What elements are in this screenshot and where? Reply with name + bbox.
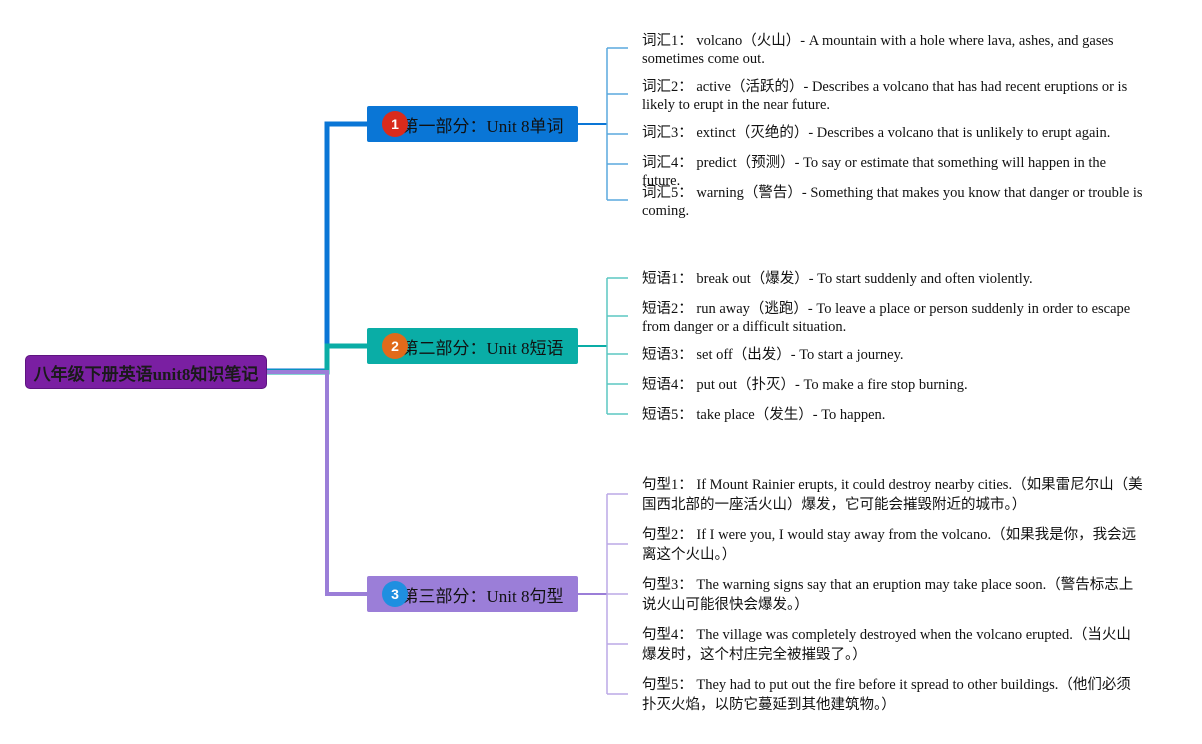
root-node[interactable]: 八年级下册英语unit8知识笔记 xyxy=(25,355,267,389)
root-connector-phrases xyxy=(267,343,367,375)
leaf-node[interactable]: 句型4： The village was completely destroye… xyxy=(642,627,1131,663)
branch-label: 第二部分：Unit 8短语 xyxy=(401,338,564,358)
branch-node-words[interactable]: 1 第一部分：Unit 8单词 xyxy=(367,106,578,142)
number-1-badge-icon: 1 xyxy=(382,111,408,137)
leaf-node[interactable]: 词汇1： volcano（火山）- A mountain with a hole… xyxy=(642,33,1114,67)
leaf-node[interactable]: 句型1： If Mount Rainier erupts, it could d… xyxy=(642,477,1143,513)
leaf-node[interactable]: 词汇2： active（活跃的）- Describes a volcano th… xyxy=(642,79,1128,113)
leaf-node[interactable]: 词汇4： predict（预测）- To say or estimate tha… xyxy=(642,155,1107,189)
leaf-node[interactable]: 短语4： put out（扑灭）- To make a fire stop bu… xyxy=(642,377,968,393)
leaf-node[interactable]: 句型3： The warning signs say that an erupt… xyxy=(642,577,1134,613)
root-label: 八年级下册英语unit8知识笔记 xyxy=(33,364,259,384)
leaf-node[interactable]: 词汇5： warning（警告）- Something that makes y… xyxy=(642,185,1143,219)
number-2-badge-icon: 2 xyxy=(382,333,408,359)
branch-node-sentences[interactable]: 3 第三部分：Unit 8句型 xyxy=(367,576,578,612)
leaf-node[interactable]: 词汇3： extinct（灭绝的）- Describes a volcano t… xyxy=(642,125,1111,141)
root-connector-words xyxy=(267,121,367,374)
leaf-node[interactable]: 句型5： They had to put out the fire before… xyxy=(642,677,1131,713)
leaf-node[interactable]: 短语5： take place（发生）- To happen. xyxy=(642,407,886,423)
leaf-node[interactable]: 短语1： break out（爆发）- To start suddenly an… xyxy=(642,271,1033,287)
branch-node-phrases[interactable]: 2 第二部分：Unit 8短语 xyxy=(367,328,578,364)
leaf-node[interactable]: 短语2： run away（逃跑）- To leave a place or p… xyxy=(642,301,1131,335)
leaf-node[interactable]: 短语3： set off（出发）- To start a journey. xyxy=(642,347,904,363)
number-3-badge-icon: 3 xyxy=(382,581,408,607)
branch-label: 第一部分：Unit 8单词 xyxy=(401,116,564,136)
branch-label: 第三部分：Unit 8句型 xyxy=(401,586,564,606)
leaf-node[interactable]: 句型2： If I were you, I would stay away fr… xyxy=(642,527,1137,563)
root-connector-sentences xyxy=(267,370,367,596)
